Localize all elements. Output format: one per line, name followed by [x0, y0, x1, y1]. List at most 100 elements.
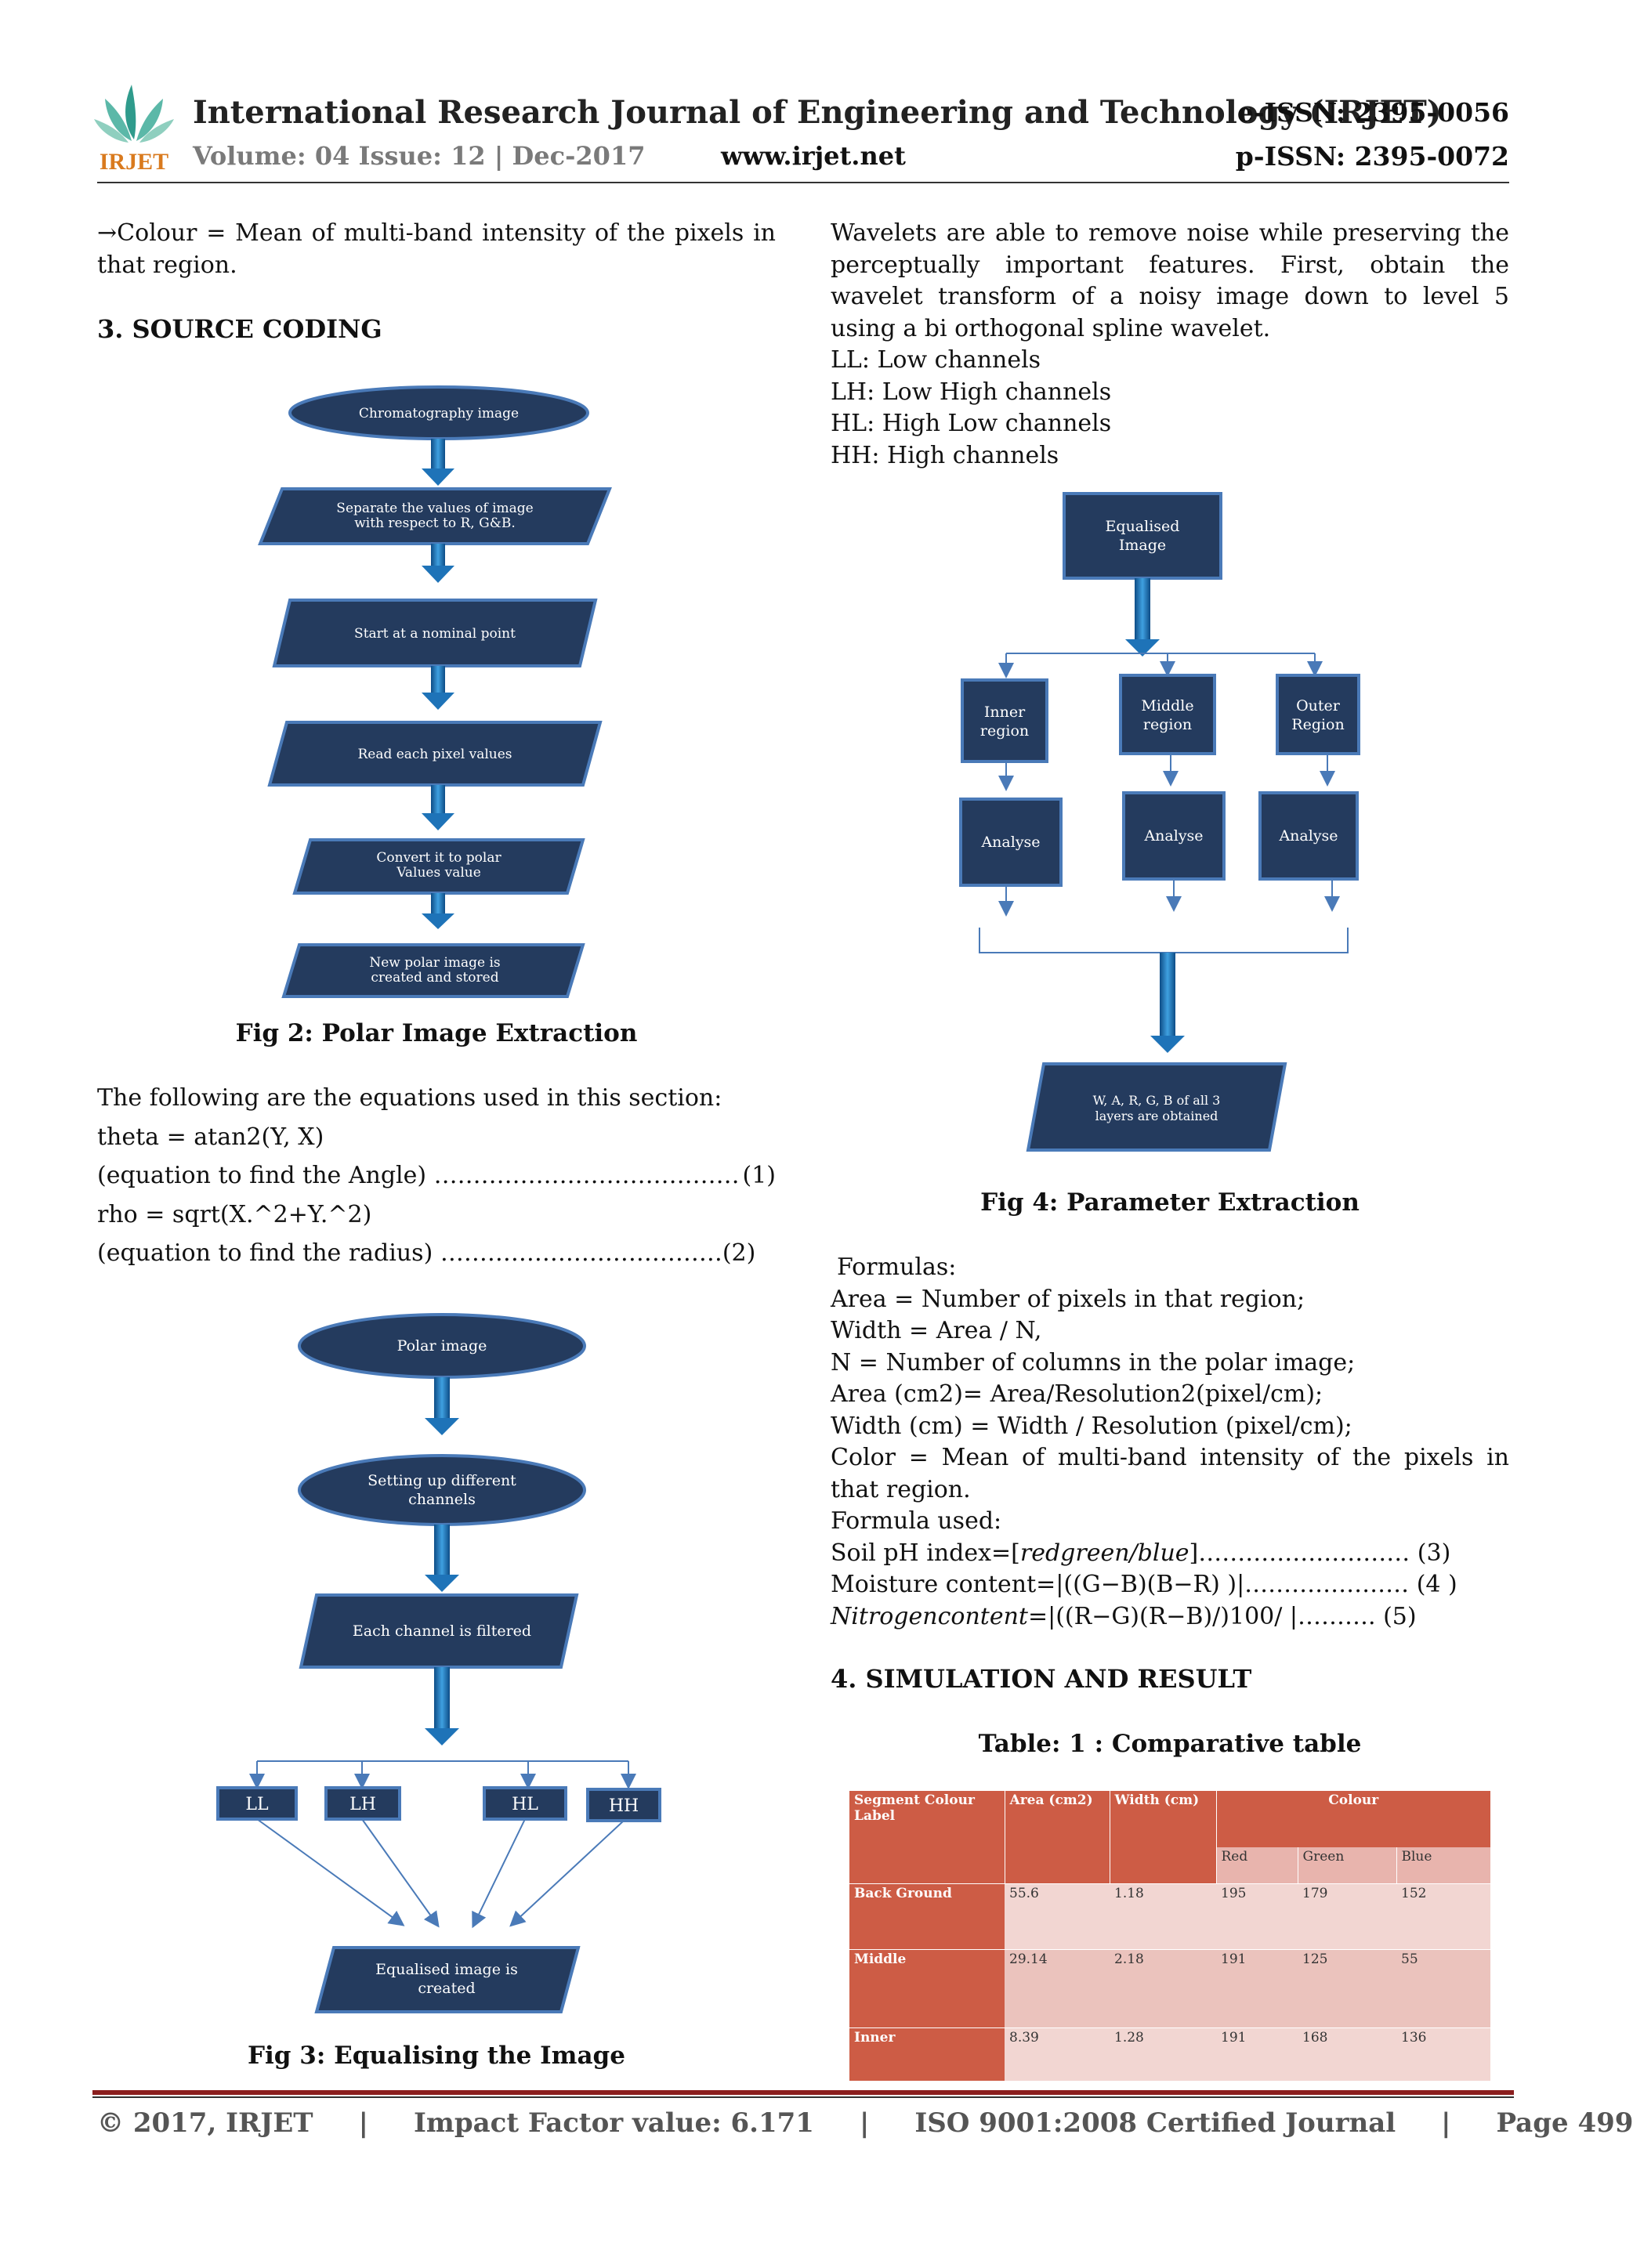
- page-footer: © 2017, IRJET | Impact Factor value: 6.1…: [97, 2107, 1633, 2139]
- th-colour: Colour: [1215, 1791, 1490, 1847]
- th-width: Width (cm): [1109, 1791, 1216, 1883]
- equation-2-number: (2): [722, 1239, 756, 1267]
- fig2-caption: Fig 2: Polar Image Extraction: [235, 1019, 638, 1047]
- fig4-node-final-label-a: W, A, R, G, B of all 3: [1093, 1093, 1221, 1108]
- fig4-node-1-label-b: Image: [1119, 537, 1166, 554]
- hl-definition: HL: High Low channels: [831, 410, 1112, 437]
- formula-n: N = Number of columns in the polar image…: [831, 1348, 1356, 1376]
- cell-area: 8.39: [1005, 2027, 1110, 2081]
- fig4-node-final-label-b: layers are obtained: [1095, 1109, 1218, 1123]
- fig3-arrow: [425, 1377, 459, 1435]
- cell-blue: 55: [1396, 1948, 1490, 2027]
- wavelet-text: Wavelets are able to remove noise while …: [831, 219, 1509, 342]
- fig3-node-1-label: Polar image: [397, 1337, 487, 1355]
- fig4-node-1-label-a: Equalised: [1106, 518, 1180, 535]
- fig3-lh-label: LH: [349, 1795, 376, 1814]
- fig2-node-6-label-a: New polar image is: [369, 955, 500, 971]
- equations-intro: The following are the equations used in …: [97, 1084, 722, 1112]
- table-title: Table: 1 : Comparative table: [978, 1730, 1362, 1758]
- th-red: Red: [1215, 1847, 1298, 1883]
- lh-definition: LH: Low High channels: [831, 378, 1112, 406]
- cell-width: 1.18: [1110, 1883, 1216, 1949]
- cell-width: 1.28: [1110, 2027, 1216, 2081]
- intro-text: →Colour = Mean of multi-band intensity o…: [97, 219, 776, 279]
- fig2-flowchart: Chromatography image Separate the values…: [258, 385, 612, 998]
- footer-copyright: © 2017, IRJET: [97, 2107, 313, 2139]
- p-issn: p-ISSN: 2395-0072: [1235, 141, 1509, 172]
- fig2-node-5-label-a: Convert it to polar: [376, 850, 501, 866]
- fig4-analyse-3-label: Analyse: [1278, 827, 1338, 845]
- formula-ph: Soil pH index=[redgreen/blue]……………………… (…: [831, 1539, 1451, 1567]
- equation-1: theta = atan2(Y, X): [97, 1123, 324, 1151]
- e-issn: e-ISSN: 2395-0056: [1237, 97, 1509, 128]
- row-label: Inner: [849, 2027, 1005, 2081]
- fig2-arrow: [422, 893, 454, 929]
- fig2-arrow: [422, 666, 454, 710]
- formula-color: Color = Mean of multi-band intensity of …: [831, 1444, 1509, 1503]
- fig4-box-middle: [1119, 674, 1216, 755]
- logo-text: IRJET: [100, 149, 168, 175]
- fig4-arrow: [1125, 578, 1160, 657]
- cell-blue: 152: [1396, 1883, 1490, 1949]
- fig3-node-6-label-a: Equalised image is: [375, 1961, 518, 1978]
- row-label: Middle: [849, 1948, 1005, 2027]
- fig3-arrow: [425, 1667, 459, 1745]
- cell-green: 179: [1298, 1883, 1396, 1949]
- fig2-node-read: [267, 721, 603, 787]
- header-divider: [97, 182, 1509, 183]
- cell-area: 29.14: [1005, 1948, 1110, 2027]
- equation-2-desc: (equation to find the radius) ……………………………: [97, 1239, 722, 1267]
- fig3-flowchart: Polar image Setting up different channel…: [216, 1313, 661, 2013]
- fig2-node-convert: [292, 838, 585, 895]
- cell-red: 195: [1216, 1883, 1298, 1949]
- cell-green: 125: [1298, 1948, 1396, 2027]
- fig3-node-equalised: [314, 1946, 581, 2013]
- cell-red: 191: [1216, 2027, 1298, 2081]
- wavelet-paragraph: Wavelets are able to remove noise while …: [831, 218, 1509, 472]
- fig4-caption: Fig 4: Parameter Extraction: [980, 1188, 1360, 1217]
- intro-paragraph: →Colour = Mean of multi-band intensity o…: [97, 218, 776, 281]
- fig3-arrow: [425, 1525, 459, 1592]
- fig3-hh-label: HH: [609, 1796, 639, 1816]
- fig3-hl-label: HL: [512, 1795, 538, 1814]
- fig4-analyse-outer: [1258, 791, 1359, 881]
- fig2-node-5-label-b: Values value: [396, 865, 481, 881]
- formula-area: Area = Number of pixels in that region;: [831, 1285, 1305, 1313]
- fig4-middle-label-a: Middle: [1141, 697, 1193, 714]
- cell-width: 2.18: [1110, 1948, 1216, 2027]
- cell-area: 55.6: [1005, 1883, 1110, 1949]
- fig3-node-3-label: Each channel is filtered: [353, 1622, 531, 1640]
- fig2-arrow: [422, 785, 454, 830]
- formula-used-title: Formula used:: [831, 1507, 1002, 1535]
- fig2-node-2-label-a: Separate the values of image: [336, 501, 533, 516]
- section-4-heading: 4. SIMULATION AND RESULT: [831, 1664, 1252, 1694]
- fig3-ll-label: LL: [245, 1795, 269, 1814]
- journal-logo: IRJET: [92, 78, 176, 177]
- fig2-node-4-label: Read each pixel values: [357, 747, 512, 762]
- journal-title: International Research Journal of Engine…: [193, 94, 1442, 131]
- footer-divider-thin: [92, 2096, 1514, 2098]
- fig4-arrow: [1150, 953, 1185, 1053]
- fig3-node-channels: [298, 1454, 586, 1526]
- fig4-box-inner: [961, 678, 1048, 763]
- fig3-node-filtered: [299, 1593, 579, 1669]
- equations-block: The following are the equations used in …: [97, 1083, 776, 1270]
- cell-red: 191: [1216, 1948, 1298, 2027]
- cell-blue: 136: [1396, 2027, 1490, 2081]
- table-row: Back Ground 55.6 1.18 195 179 152: [849, 1883, 1490, 1949]
- fig3-node-2-label-b: channels: [408, 1491, 476, 1508]
- equation-2: rho = sqrt(X.^2+Y.^2): [97, 1200, 372, 1228]
- website-link[interactable]: www.irjet.net: [721, 141, 906, 171]
- fig2-arrow: [422, 439, 454, 486]
- fig4-node-equalised: [1063, 492, 1222, 580]
- footer-iso: ISO 9001:2008 Certified Journal: [914, 2107, 1396, 2139]
- formula-nitrogen: Nitrogencontent=|((R−G)(R−B)/)100/ |……….…: [831, 1602, 1417, 1630]
- fig3-box-hh: [586, 1788, 661, 1822]
- fig2-arrow: [422, 544, 454, 583]
- th-area: Area (cm2): [1004, 1791, 1110, 1883]
- cell-green: 168: [1298, 2027, 1396, 2081]
- footer-separator: |: [1441, 2107, 1451, 2139]
- fig2-node-start-point: [272, 599, 598, 667]
- table-row: Middle 29.14 2.18 191 125 55: [849, 1948, 1490, 2027]
- fig4-node-obtained: [1026, 1062, 1287, 1152]
